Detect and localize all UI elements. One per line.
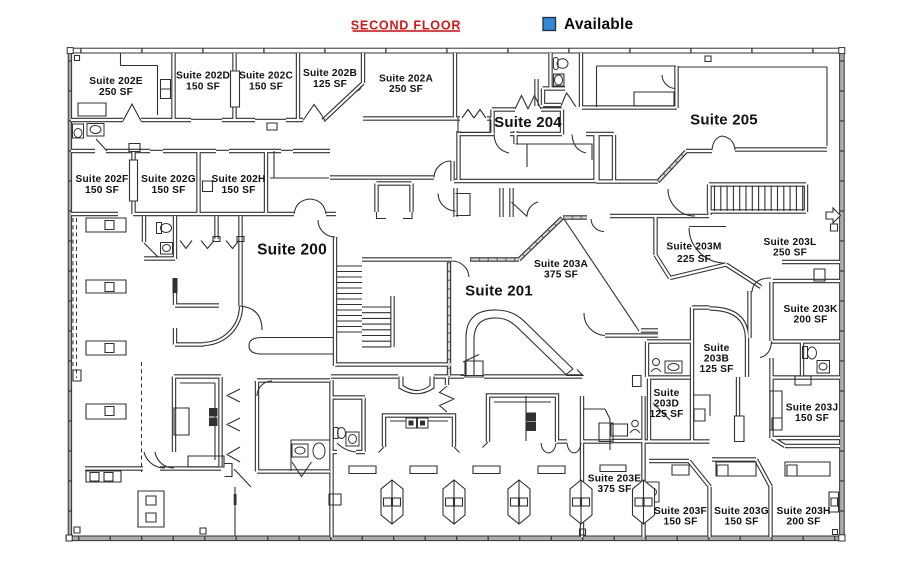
svg-text:Suite 203L: Suite 203L: [764, 237, 817, 248]
svg-text:Suite 203H: Suite 203H: [776, 506, 830, 517]
svg-text:SECOND FLOOR: SECOND FLOOR: [351, 18, 461, 32]
svg-text:Suite 202G: Suite 202G: [141, 174, 196, 185]
svg-text:Suite 203A: Suite 203A: [534, 259, 589, 270]
svg-text:250 SF: 250 SF: [99, 87, 133, 98]
svg-text:Suite 203E: Suite 203E: [588, 474, 642, 485]
svg-text:Suite 203K: Suite 203K: [783, 304, 838, 315]
svg-text:Suite: Suite: [704, 343, 730, 354]
svg-text:375 SF: 375 SF: [597, 484, 631, 495]
svg-text:Suite 203G: Suite 203G: [714, 506, 769, 517]
svg-text:Suite 202B: Suite 202B: [303, 68, 357, 79]
svg-text:Suite 203M: Suite 203M: [666, 242, 721, 253]
svg-text:125 SF: 125 SF: [313, 79, 347, 90]
svg-text:Suite 202F: Suite 202F: [76, 174, 129, 185]
svg-text:Suite 202E: Suite 202E: [89, 76, 143, 87]
svg-text:Suite 202C: Suite 202C: [239, 71, 294, 82]
svg-text:200 SF: 200 SF: [786, 517, 820, 528]
svg-text:Suite 205: Suite 205: [690, 112, 758, 129]
svg-text:Suite 202H: Suite 202H: [211, 174, 265, 185]
svg-text:150 SF: 150 SF: [249, 81, 283, 92]
svg-text:150 SF: 150 SF: [186, 81, 220, 92]
svg-text:250 SF: 250 SF: [773, 248, 807, 259]
svg-text:203D: 203D: [654, 399, 679, 410]
svg-text:150 SF: 150 SF: [151, 185, 185, 196]
svg-text:Suite: Suite: [654, 388, 680, 399]
svg-text:203B: 203B: [704, 354, 729, 365]
svg-text:Suite 204: Suite 204: [494, 114, 562, 131]
svg-text:Suite 203F: Suite 203F: [654, 506, 707, 517]
svg-text:225 SF: 225 SF: [677, 254, 711, 265]
svg-text:Suite 201: Suite 201: [465, 283, 533, 300]
svg-text:125 SF: 125 SF: [699, 364, 733, 375]
svg-text:150 SF: 150 SF: [724, 517, 758, 528]
svg-text:Suite 200: Suite 200: [257, 242, 327, 259]
svg-text:150 SF: 150 SF: [221, 185, 255, 196]
svg-text:250 SF: 250 SF: [389, 84, 423, 95]
svg-text:Available: Available: [564, 16, 633, 33]
svg-text:125 SF: 125 SF: [649, 409, 683, 420]
svg-text:Suite 203J: Suite 203J: [786, 403, 838, 414]
svg-text:200 SF: 200 SF: [793, 315, 827, 326]
svg-text:150 SF: 150 SF: [85, 185, 119, 196]
svg-text:150 SF: 150 SF: [795, 413, 829, 424]
svg-text:150 SF: 150 SF: [663, 517, 697, 528]
svg-text:Suite 202A: Suite 202A: [379, 74, 434, 85]
svg-text:375 SF: 375 SF: [544, 270, 578, 281]
svg-text:Suite 202D: Suite 202D: [176, 71, 230, 82]
